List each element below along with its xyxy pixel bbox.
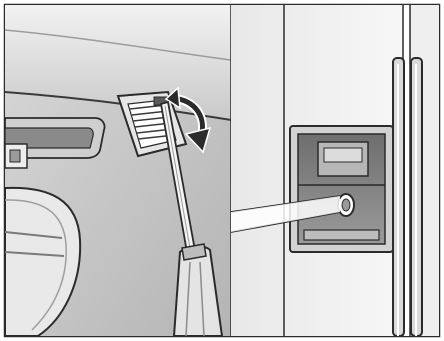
dispenser-display xyxy=(324,148,362,162)
filter-cover-location-center xyxy=(342,199,350,211)
detail-view-panel xyxy=(5,5,231,336)
rail-clip-slot xyxy=(10,150,20,162)
overview-view-panel xyxy=(231,5,439,336)
water-ice-dispenser xyxy=(290,126,393,252)
drip-tray xyxy=(304,230,379,240)
